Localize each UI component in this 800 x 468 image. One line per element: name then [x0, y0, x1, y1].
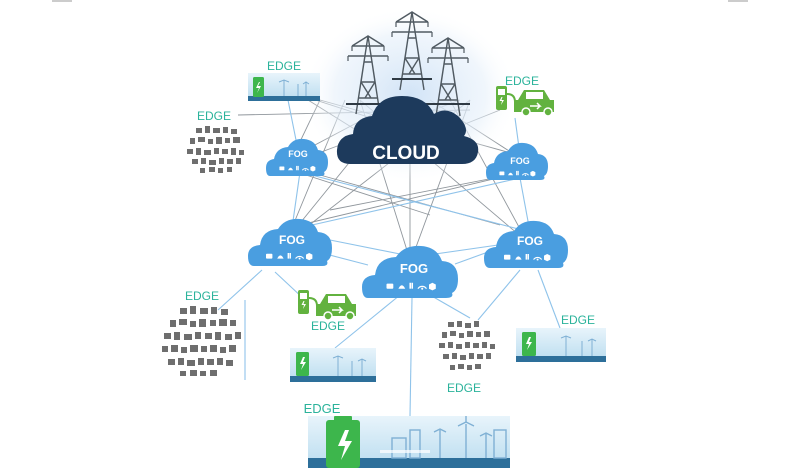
fog-label: FOG [279, 233, 305, 247]
edge-label: EDGE [185, 289, 219, 303]
cloud-node: CLOUD [302, 7, 518, 183]
cloud-label: CLOUD [372, 143, 440, 164]
fog-label: FOG [517, 234, 543, 248]
edge-solar-right: EDGE [516, 313, 606, 362]
edge-ev-middle: EDGE [297, 289, 357, 333]
fog-node-mid-right: FOG [484, 220, 568, 268]
edge-solar-bottom: EDGE [304, 401, 510, 468]
fog-node-center: FOG [362, 245, 458, 298]
edge-label: EDGE [447, 381, 481, 395]
edge-solar-top: EDGE [248, 59, 320, 101]
fog-label: FOG [510, 156, 530, 166]
edge-solar-middle [290, 348, 376, 382]
edge-label: EDGE [267, 59, 301, 73]
fog-node-mid-left: FOG [248, 218, 332, 266]
edge-label: EDGE [505, 74, 539, 88]
fog-label: FOG [288, 149, 308, 159]
edge-label: EDGE [561, 313, 595, 327]
edge-iot-cluster-lower: EDGE [162, 289, 241, 376]
fog-node-top-left: FOG [266, 138, 328, 176]
cloud-shape [336, 96, 479, 164]
fog-label: FOG [400, 261, 428, 276]
fog-node-top-right: FOG [486, 142, 548, 180]
edge-iot-cluster-right: EDGE [439, 321, 495, 395]
edge-label: EDGE [304, 401, 341, 416]
edge-label: EDGE [311, 319, 345, 333]
edge-iot-cluster-upper: EDGE [187, 109, 244, 173]
edge-ev-top: EDGE [495, 74, 555, 117]
edge-label: EDGE [197, 109, 231, 123]
